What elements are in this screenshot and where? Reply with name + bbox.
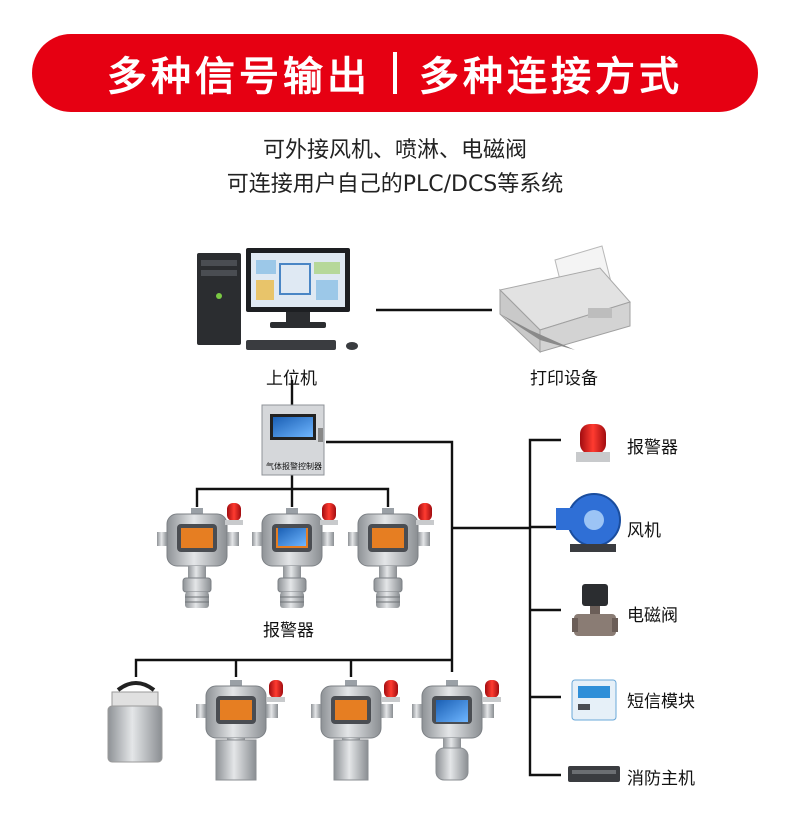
subtitle-line-1: 可外接风机、喷淋、电磁阀 [262,138,527,163]
computer-icon [197,248,358,350]
sms-module-icon [571,679,617,721]
subtitle-line-2: 可连接用户自己的PLC/DCS等系统 [226,172,564,197]
label-detector-group: 报警器 [263,621,314,641]
printer-icon [499,245,631,354]
label-output-fan: 风机 [627,521,661,541]
controller-cabinet-icon [261,404,325,476]
label-output-alarm: 报警器 [627,438,678,458]
title-banner: 多种信号输出 多种连接方式 [32,34,758,112]
label-host: 上位机 [266,369,317,389]
fan-icon [556,493,621,552]
gas-detector-icon [195,679,501,781]
banner-left-text: 多种信号输出 [107,54,371,100]
solenoid-valve-icon [572,584,618,636]
alarm-beacon-icon [576,424,610,462]
detector-blue-screen [278,528,306,546]
connection-lines [134,308,561,777]
label-output-sms: 短信模块 [627,692,695,712]
detector-blue-screen-2 [436,700,468,722]
label-output-fire-host: 消防主机 [627,769,695,789]
cylinder-sensor-icon [107,681,163,763]
label-printer: 打印设备 [530,369,598,389]
label-output-valve: 电磁阀 [627,606,678,626]
label-controller: 气体报警控制器 [266,462,322,471]
banner-right-text: 多种连接方式 [419,54,683,100]
gas-detector-icon [156,503,434,609]
fire-host-icon [568,766,620,782]
banner-separator [393,52,397,94]
